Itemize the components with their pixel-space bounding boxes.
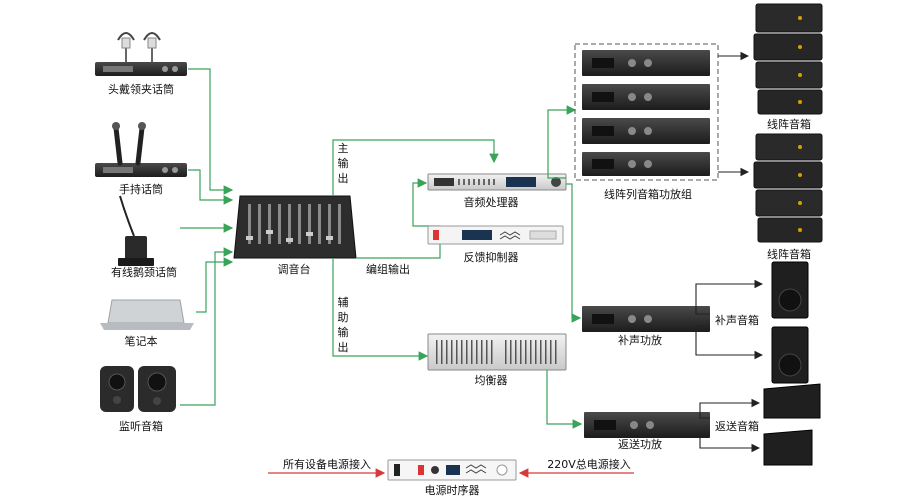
monitor-speakers-label: 监听音箱 <box>119 419 163 433</box>
main-out-label-1: 主 <box>338 142 349 155</box>
graphic-equalizer <box>427 333 567 371</box>
return-amp-label: 返送功放 <box>618 437 662 451</box>
fill-speaker-1 <box>771 261 809 319</box>
audio-processor <box>427 173 567 191</box>
wire-headset-to-mixer <box>188 68 234 195</box>
handheld-mic-receiver <box>95 122 187 177</box>
wire-handheld-to-mixer <box>188 169 234 205</box>
aux-out-label-1: 辅 <box>338 295 349 309</box>
return-amp <box>584 412 710 438</box>
return-speaker-2 <box>763 429 813 466</box>
wire-equalizer-to-return-amp <box>546 370 583 429</box>
aux-out-label-3: 输 <box>338 325 349 339</box>
feedback-suppressor <box>427 225 564 245</box>
fill-speaker-2 <box>771 326 809 384</box>
equalizer-label: 均衡器 <box>475 374 508 387</box>
gooseneck-mic-label: 有线鹅颈话筒 <box>111 265 177 279</box>
power-sequencer <box>387 459 517 481</box>
power-sequencer-label: 电源时序器 <box>425 483 480 497</box>
gooseneck-mic <box>118 195 154 266</box>
wire-processor-to-fill-amp <box>566 183 582 323</box>
laptop <box>100 299 194 330</box>
processor-label: 音频处理器 <box>464 195 519 209</box>
fill-amp <box>582 306 710 332</box>
headset-mic-label: 头戴领夹话筒 <box>108 82 174 96</box>
wire-processor-to-line-array-amps <box>547 105 577 179</box>
main-out-label-2: 输 <box>338 156 349 170</box>
line-array-amp-2 <box>582 84 710 110</box>
return-speaker-1 <box>763 383 821 419</box>
power-main-label: 220V总电源接入 <box>547 457 631 471</box>
wire-return-amp-to-speaker-2 <box>699 431 761 453</box>
handheld-mic-label: 手持话筒 <box>119 182 163 196</box>
wire-group-out <box>356 224 445 259</box>
mixer-console <box>233 195 357 259</box>
line-array-amp-group-label: 线阵列音箱功放组 <box>604 187 692 201</box>
wire-aux-out-to-equalizer <box>332 258 429 361</box>
line-array-amp-1 <box>582 50 710 76</box>
line-array-bottom-label: 线阵音箱 <box>767 247 811 261</box>
fill-speaker-label: 补声音箱 <box>715 313 759 327</box>
power-all-label: 所有设备电源接入 <box>283 457 371 471</box>
line-array-amp-3 <box>582 118 710 144</box>
headset-mic-receiver <box>95 32 187 76</box>
wire-main-out-to-processor <box>332 139 499 196</box>
monitor-speakers <box>100 366 176 412</box>
line-array-top-label: 线阵音箱 <box>767 117 811 131</box>
wire-monitor-to-mixer <box>180 247 234 406</box>
line-array-speaker-bottom <box>753 133 823 243</box>
wire-return-amp-to-speaker-1 <box>699 398 761 419</box>
aux-out-label-2: 助 <box>338 310 349 324</box>
fill-amp-label: 补声功放 <box>618 333 662 347</box>
wire-fill-amp-to-speaker-1 <box>695 279 764 315</box>
wire-fill-amp-to-speaker-2 <box>695 325 764 360</box>
wire-feedback-to-processor <box>412 178 440 227</box>
wire-laptop-to-mixer <box>196 257 234 313</box>
line-array-speaker-top <box>753 3 823 115</box>
return-speaker-label: 返送音箱 <box>715 419 759 433</box>
feedback-label: 反馈抑制器 <box>464 250 519 264</box>
laptop-label: 笔记本 <box>125 334 158 348</box>
line-array-amp-4 <box>582 152 710 176</box>
main-out-label-3: 出 <box>338 171 349 185</box>
mixer-label: 调音台 <box>278 262 311 276</box>
line-array-amp-group-box <box>574 43 719 181</box>
group-out-label: 编组输出 <box>366 262 410 276</box>
aux-out-label-4: 出 <box>338 340 349 354</box>
